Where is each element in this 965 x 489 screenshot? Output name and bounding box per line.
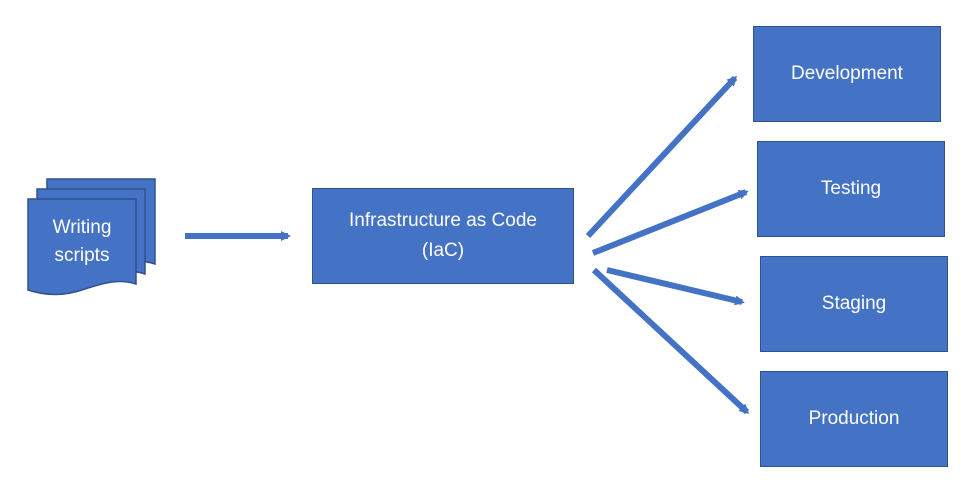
development-label: Development (791, 63, 903, 84)
testing-box: Testing (757, 141, 945, 237)
arrow-iac-to-staging (606, 267, 745, 306)
staging-label: Staging (821, 293, 887, 314)
development-box: Development (753, 26, 941, 122)
iac-box: Infrastructure as Code (IaC) (312, 188, 574, 284)
writing-scripts-label: Writing scripts (52, 217, 112, 266)
arrow-iac-to-development (585, 75, 738, 239)
testing-label: Testing (820, 178, 882, 199)
arrow-iac-to-production (591, 267, 750, 415)
iac-label: Infrastructure as Code (IaC) (349, 210, 537, 261)
production-label: Production (808, 408, 900, 429)
staging-box: Staging (760, 256, 948, 352)
document-stack-icon (27, 178, 156, 296)
production-box: Production (760, 371, 948, 467)
arrow-iac-to-testing (591, 189, 749, 256)
